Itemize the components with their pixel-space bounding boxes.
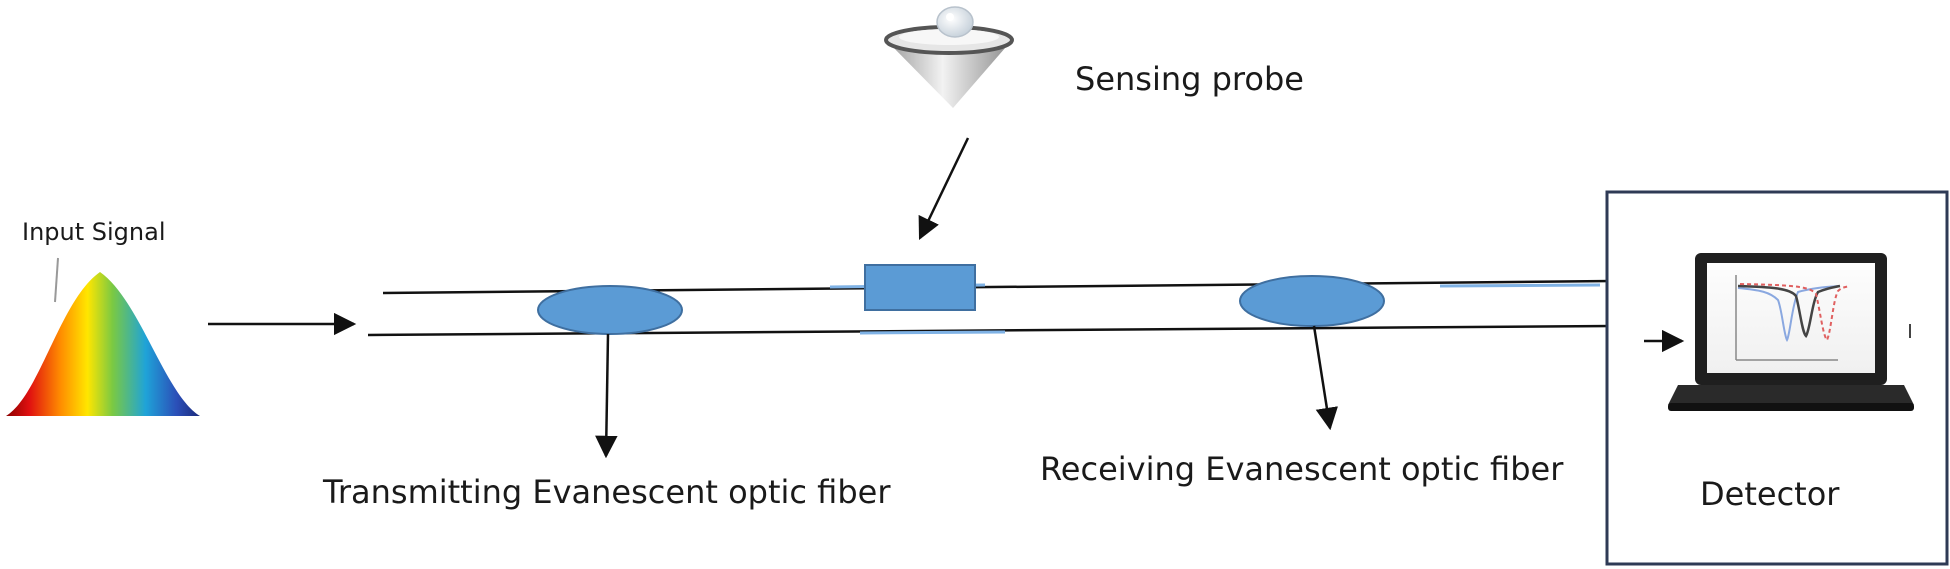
receiving-coupler	[1239, 275, 1385, 327]
transmitting-arrow	[595, 333, 618, 459]
fiber-highlight-probe-bottom	[859, 330, 1006, 335]
receiving-arrow	[1312, 325, 1338, 431]
fiber-highlight-detector	[1439, 283, 1601, 288]
sensing-region-box	[864, 264, 976, 311]
transmitting-coupler	[537, 285, 683, 335]
sensing-probe-cone-icon	[884, 6, 1014, 108]
detector-label: Detector	[1700, 475, 1840, 513]
transmitting-fiber-label: Transmitting Evanescent optic fiber	[322, 473, 891, 511]
laptop-icon	[1668, 253, 1914, 411]
sensing-probe-label: Sensing probe	[1075, 60, 1304, 98]
receiving-fiber-label: Receiving Evanescent optic fiber	[1040, 450, 1564, 488]
probe-arrow	[918, 137, 970, 241]
input-spectrum-icon	[6, 257, 200, 416]
input-signal-label: Input Signal	[22, 218, 166, 246]
fiber-lower-line	[367, 324, 1613, 337]
input-signal-pointer	[54, 257, 59, 303]
